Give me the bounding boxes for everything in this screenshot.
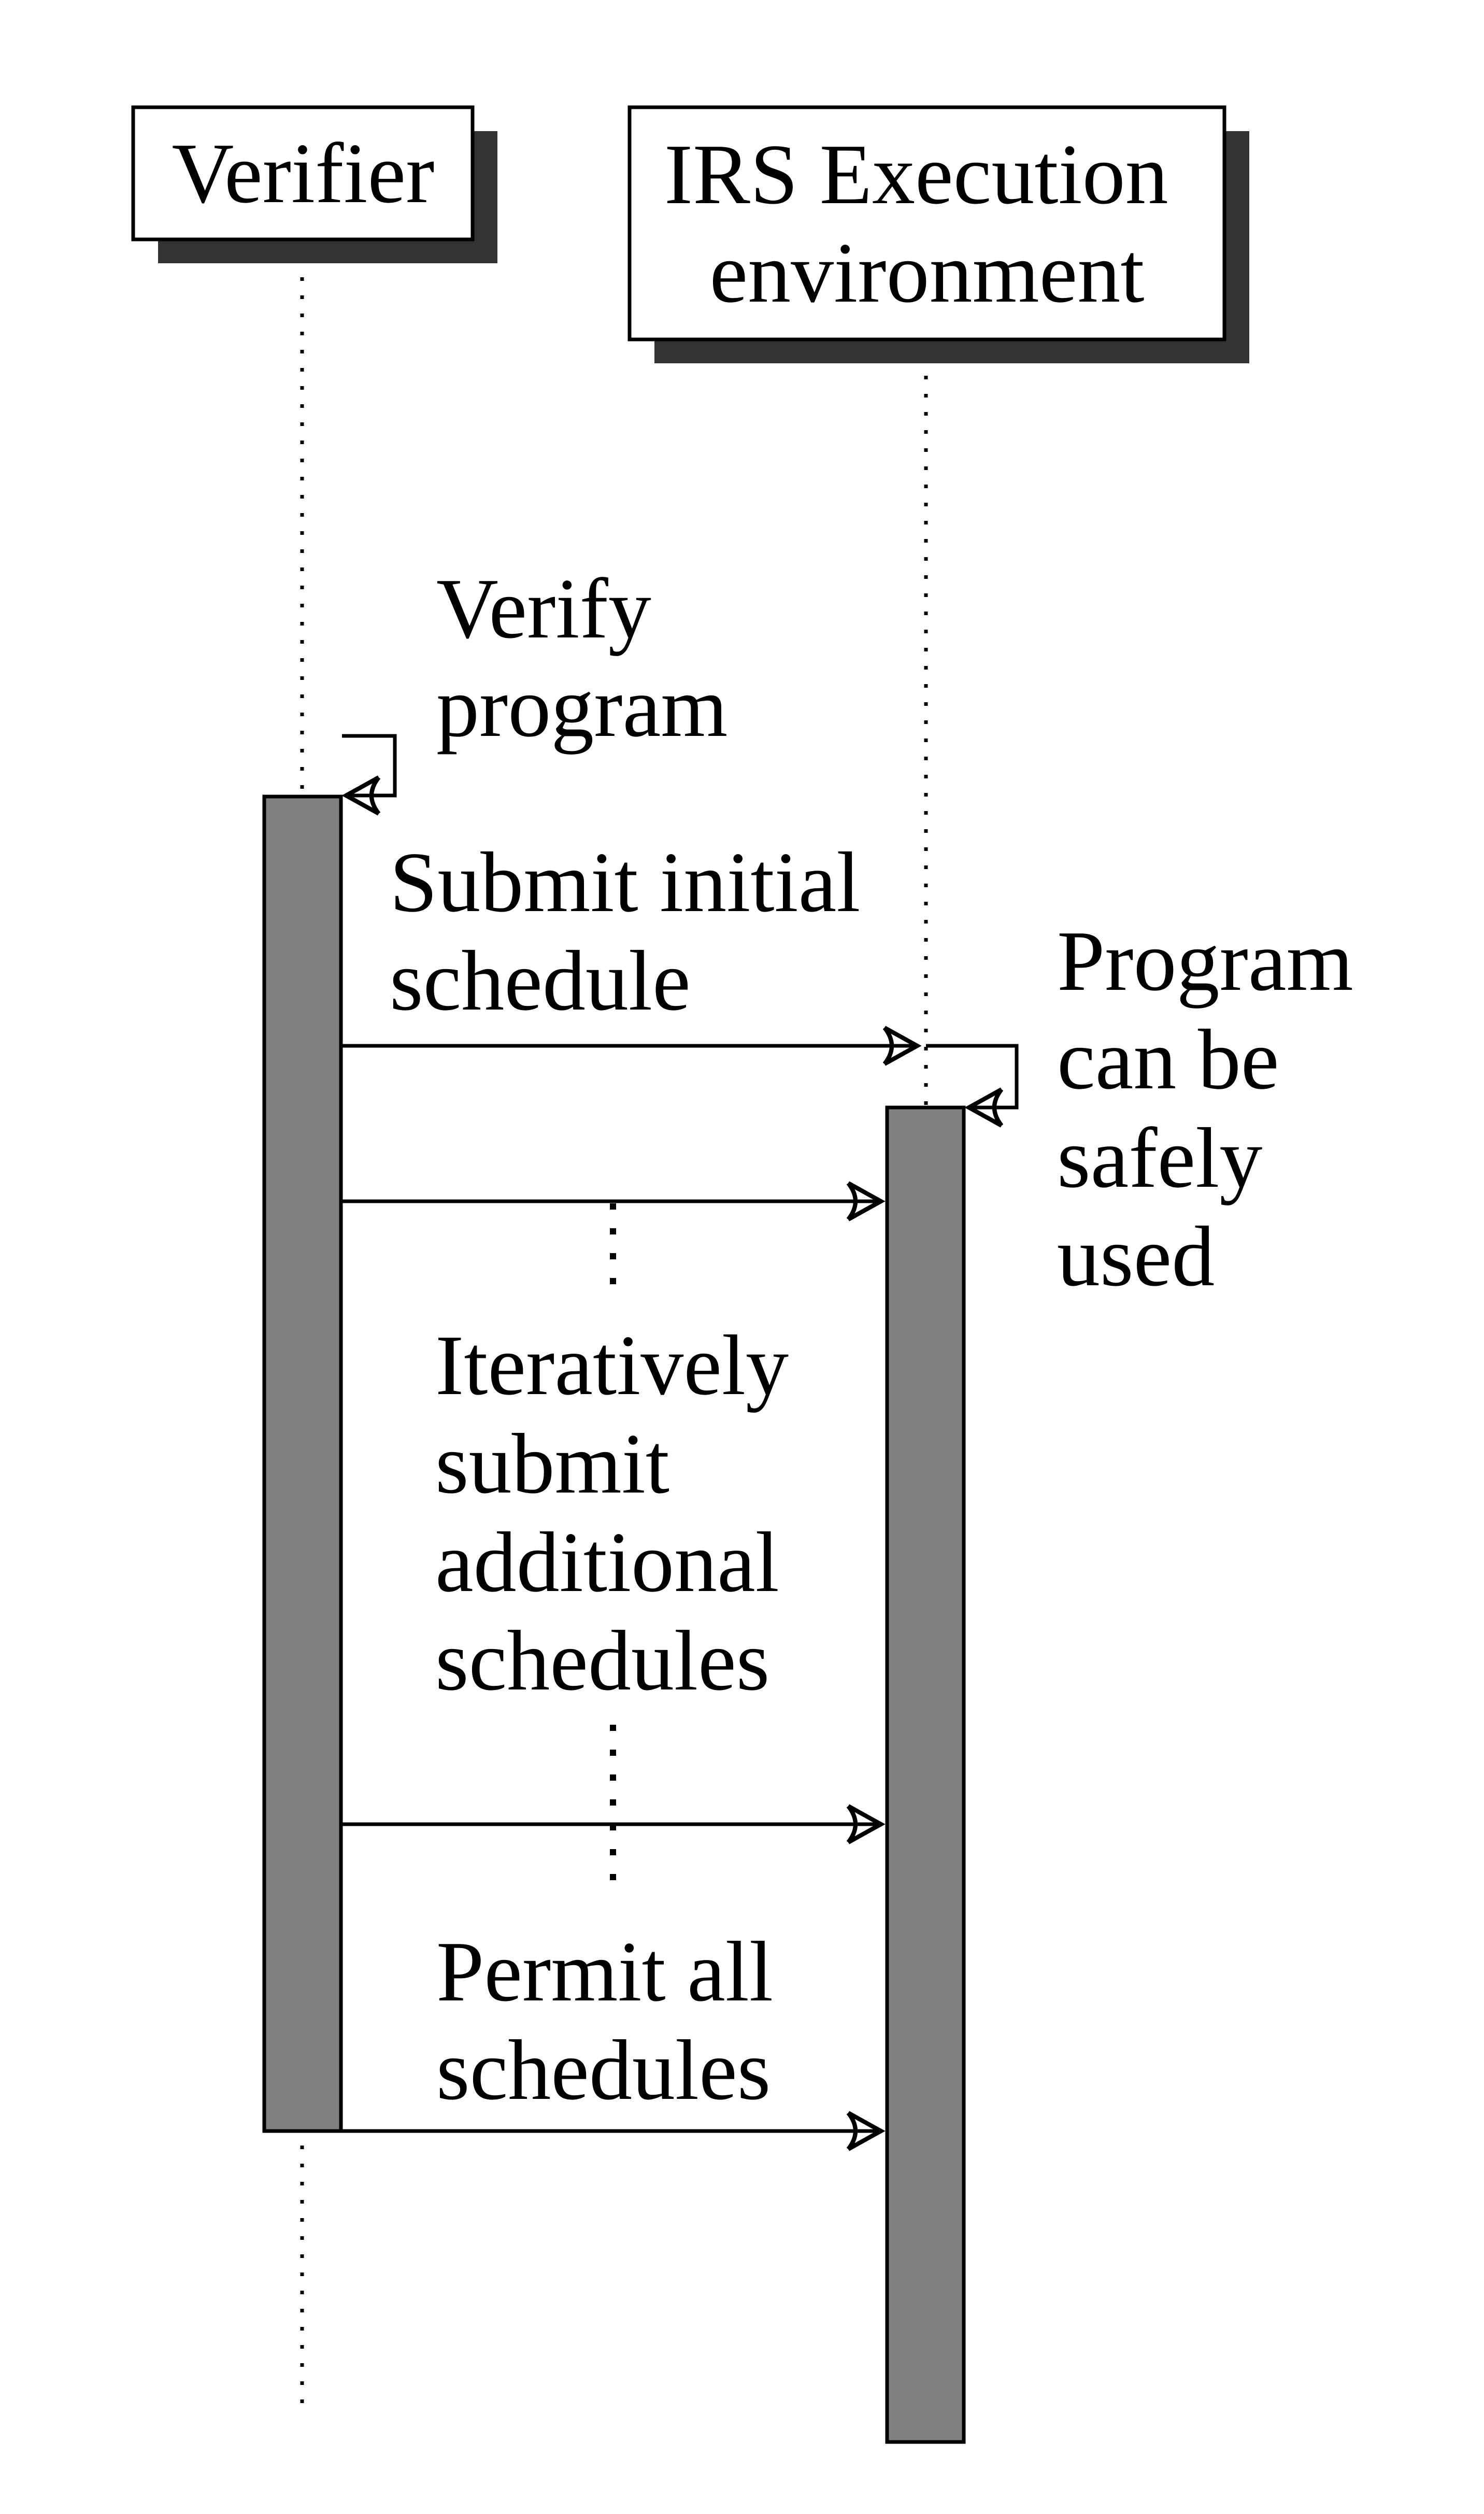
message-label-line: Submit initial <box>390 834 860 930</box>
message-label-line: Iteratively <box>435 1317 789 1413</box>
message-submit-initial-schedule: Submit initial schedule <box>341 834 922 1066</box>
self-message-verify-program: Verify program <box>341 561 727 816</box>
message-label-line: can be <box>1057 1012 1279 1107</box>
self-arrow <box>926 1044 1019 1128</box>
participant-label: Verifier <box>172 125 435 221</box>
participant-box <box>627 105 1226 342</box>
irs-activation-bar <box>885 1105 966 2444</box>
message-label-line: safely <box>1057 1110 1262 1205</box>
self-message-program-safe: Program can be safely used <box>926 913 1375 1304</box>
participant-label: IRS Execution environment <box>664 126 1190 320</box>
participant-box <box>131 105 475 242</box>
message-label-line: Program <box>1057 913 1353 1009</box>
message-label-line: additional <box>435 1514 779 1610</box>
message-label-line: submit <box>435 1416 669 1511</box>
message-label-line: schedule <box>390 933 691 1028</box>
self-arrow <box>341 734 397 816</box>
iterative-label: Iteratively submit additional schedules <box>435 1317 810 1708</box>
participant-verifier: Verifier <box>131 105 497 263</box>
message-label-line: program <box>436 659 727 755</box>
message-label: Verify program <box>436 561 727 755</box>
message-label-line: Verify <box>436 561 651 656</box>
message-label-line: schedules <box>436 2022 770 2118</box>
participant-label-line: Verifier <box>172 125 435 221</box>
participant-label-line: environment <box>710 225 1145 320</box>
message-label: Submit initial schedule <box>390 834 882 1028</box>
participant-irs: IRS Execution environment <box>627 105 1249 363</box>
message-permit-all-schedules: Permit all schedules <box>341 1924 886 2151</box>
message-label-line: schedules <box>435 1613 769 1708</box>
message-label-line: used <box>1057 1209 1215 1304</box>
message-label: Program can be safely used <box>1057 913 1375 1304</box>
participant-label-line: IRS Execution <box>664 126 1168 222</box>
verifier-activation-bar <box>262 794 343 2133</box>
message-label-line: Permit all <box>436 1924 773 2019</box>
message-label: Permit all schedules <box>436 1924 795 2118</box>
